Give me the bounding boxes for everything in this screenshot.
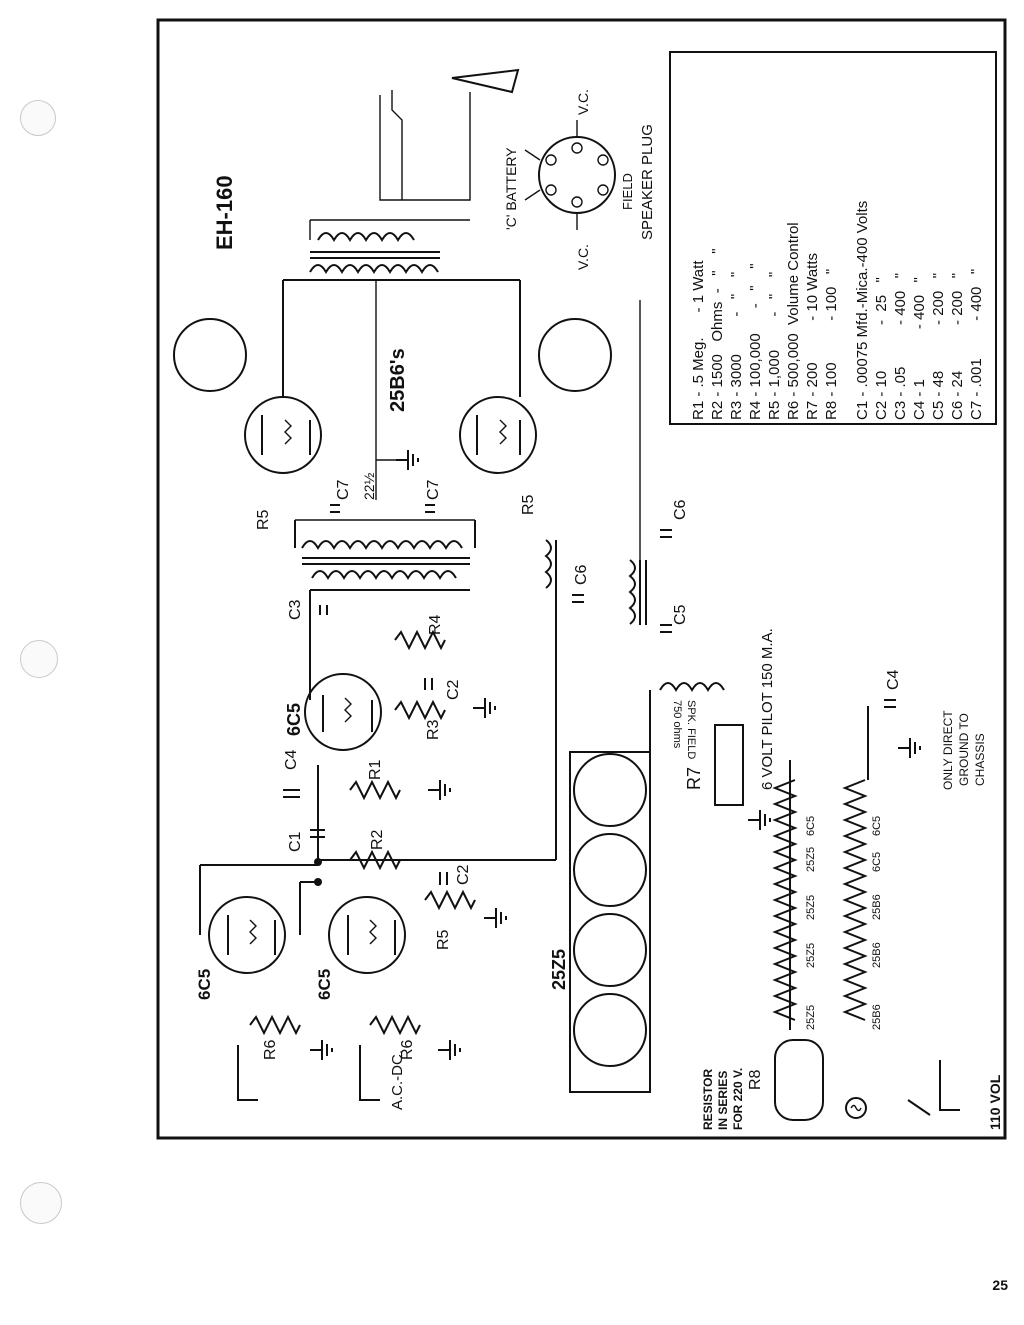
resistor-note-1: RESISTOR <box>701 1069 715 1130</box>
heater-strings: 25Z5 25Z5 25Z5 25Z5 6C5 25B6 25B6 25B6 6… <box>772 669 987 1030</box>
resistor-note-2: IN SERIES <box>716 1071 730 1130</box>
line-voltage-label: 110 VOL <box>987 1074 1003 1130</box>
field-label: FIELD <box>620 173 635 210</box>
parts-list-box: R1 - .5 Meg. - 1 Watt R2 - 1500 Ohms - "… <box>669 51 997 425</box>
punch-hole-bottom <box>20 1182 62 1224</box>
c3-label: C3 <box>287 599 304 620</box>
r8-label: R8 <box>747 1069 764 1090</box>
vc-top-label: V.C. <box>575 89 591 115</box>
spk-field-label: SPK. FIELD <box>685 700 697 759</box>
power-filter: C5 C6 C6 SPK. FIELD 750 ohms <box>544 300 725 759</box>
pilot-circuit: R7 6 VOLT PILOT 150 M.A. <box>684 628 776 831</box>
parts-list-resistor-line: R6 - 500,000 Volume Control <box>785 222 802 420</box>
ground-note-1: ONLY DIRECT <box>941 710 955 790</box>
r3-label: R3 <box>425 719 442 740</box>
rectifier-tube-label: 25Z5 <box>549 949 569 990</box>
power-input: R8 RESISTOR IN SERIES FOR 220 V. 110 VOL <box>701 1039 1003 1130</box>
speaker-cone <box>379 68 520 201</box>
model-title: EH-160 <box>212 175 237 250</box>
r6-left-label: R6 <box>262 1039 279 1060</box>
spk-field-ohms: 750 ohms <box>671 700 683 749</box>
parts-list-resistor-line: R8 - 100 - 100 " <box>823 269 840 420</box>
punch-hole-top <box>20 100 56 136</box>
parts-list-capacitor-line: C2 - 10 - 25 " <box>873 277 890 420</box>
schematic-border <box>156 18 1007 1140</box>
heater-string-2-label: 6C5 <box>871 852 883 872</box>
c2-input-label: C2 <box>455 864 472 885</box>
output-transformer <box>309 219 470 275</box>
driver-tube-label: 6C5 <box>284 703 304 736</box>
vc-bottom-label: V.C. <box>575 244 591 270</box>
resistor-note-3: FOR 220 V. <box>731 1068 745 1130</box>
parts-list-capacitor-line: C7 - .001 - 400 " <box>968 269 985 420</box>
r5-input-label: R5 <box>435 929 452 950</box>
heater-string-1-label: 25Z5 <box>805 1005 817 1030</box>
acdc-label: A.C.-DC. <box>389 1050 406 1110</box>
parts-list-capacitor-line: C6 - 24 - 200 " <box>949 273 966 420</box>
ground-note-2: GROUND TO <box>957 713 971 786</box>
punch-hole-middle <box>20 640 58 678</box>
heater-string-2-label: 25B6 <box>871 894 883 920</box>
pilot-label: 6 VOLT PILOT 150 M.A. <box>759 628 776 790</box>
heater-string-2-label: 25B6 <box>871 942 883 968</box>
preamp-tubes: 6C5 6C5 <box>195 864 406 1000</box>
c1-label: C1 <box>287 831 304 852</box>
c5-label: C5 <box>672 604 689 625</box>
heater-string-2-label: 25B6 <box>871 1004 883 1030</box>
heater-string-1-label: 25Z5 <box>805 895 817 920</box>
parts-list-capacitor-line: C1 - .00075 Mfd.-Mica.-400 Volts <box>854 201 871 420</box>
preamp-left-label: 6C5 <box>195 969 214 1000</box>
r7-label: R7 <box>684 767 704 790</box>
r5-right-label: R5 <box>520 494 537 515</box>
output-tube-label: 25B6's <box>387 348 409 412</box>
input-jacks: R6 R6 A.C.-DC. <box>237 1016 461 1110</box>
c6-upper-label: C6 <box>672 499 689 520</box>
r1-label: R1 <box>367 759 384 780</box>
parts-list-resistor-line: R4 - 100,000 - " " <box>747 263 764 420</box>
parts-list-resistor-line: R7 - 200 - 10 Watts <box>804 253 821 420</box>
heater-string-2-label: 6C5 <box>871 816 883 836</box>
c4-ac-label: C4 <box>885 669 902 690</box>
bias-label: 22½ <box>361 472 377 500</box>
c7-left-label: C7 <box>335 479 352 500</box>
input-network: C4 R1 C1 R2 R5 C2 <box>283 560 557 950</box>
c7-right-label: C7 <box>425 479 442 500</box>
parts-list-capacitor-line: C5 - 48 - 200 " <box>930 273 947 420</box>
c4-input-label: C4 <box>283 749 300 770</box>
c2-driver-label: C2 <box>445 679 462 700</box>
rectifier-tubes: 25Z5 <box>549 690 651 1093</box>
speaker-plug: 'C' BATTERY V.C. V.C. FIELD SPEAKER PLUG <box>503 89 656 270</box>
heater-string-1-label: 25Z5 <box>805 847 817 872</box>
parts-list-capacitor-line: C4 - 1 - 400 " <box>911 277 928 420</box>
ground-note-3: CHASSIS <box>973 733 987 786</box>
driver-stage: 6C5 C3 R4 R3 C2 <box>284 589 496 751</box>
speaker-plug-label: SPEAKER PLUG <box>639 124 656 240</box>
c6-lower-label: C6 <box>573 564 590 585</box>
c-battery-label: 'C' BATTERY <box>503 147 519 230</box>
preamp-right-label: 6C5 <box>315 969 334 1000</box>
interstage-transformer: C7 C7 R5 R5 <box>255 479 537 581</box>
parts-list-resistor-line: R5 - 1,000 - " " <box>766 272 783 420</box>
page-number: 25 <box>992 1277 1008 1293</box>
parts-list-capacitor-line: C3 - .05 - 400 " <box>892 273 909 420</box>
output-tubes: 25B6's 22½ <box>173 279 612 500</box>
parts-list-resistor-line: R1 - .5 Meg. - 1 Watt <box>690 260 707 420</box>
r2-label: R2 <box>369 829 386 850</box>
heater-string-1-label: 25Z5 <box>805 943 817 968</box>
r4-label: R4 <box>427 614 444 635</box>
heater-string-1-label: 6C5 <box>805 816 817 836</box>
r5-left-label: R5 <box>255 509 272 530</box>
parts-list-resistor-line: R3 - 3000 - " " <box>728 272 745 420</box>
r6-right-label: R6 <box>399 1039 416 1060</box>
parts-list-resistor-line: R2 - 1500 Ohms - " " <box>709 248 726 420</box>
